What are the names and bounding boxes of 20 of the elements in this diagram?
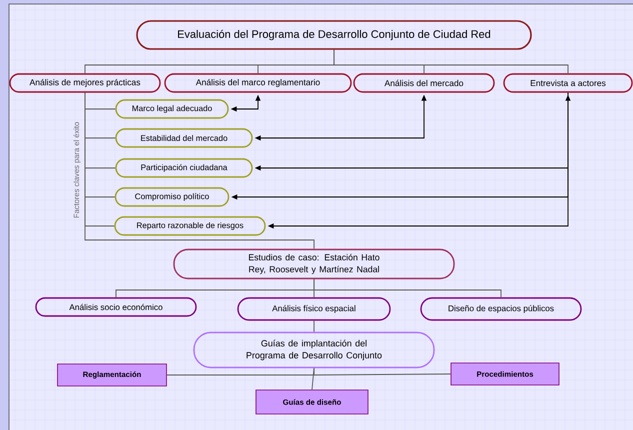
connector-line [314,278,502,298]
title-box: Evaluación del Programa de Desarrollo Conjunto de Ciudad Red [136,20,532,50]
factor-box: Reparto razonable de riesgos [114,216,266,236]
connector-line [312,368,314,390]
factor-box: Participación ciudadana [115,158,253,178]
factor-box: Compromiso político [114,187,230,207]
factor-box: Marco legal adecuado [115,99,229,119]
connector-line [334,49,568,74]
analysis-box: Entrevista a actores [503,73,633,93]
guide-box: Guías de implantación del Programa de Desarrollo Conjunto [193,332,435,368]
connector-line [84,92,314,250]
analysis-box: Análisis del mercado [353,73,495,93]
factor-box: Estabilidad del mercado [115,128,253,148]
analysis-box: Análisis del marco reglamentario [164,73,352,93]
analysis-box: Análisis de mejores prácticas [9,73,161,93]
analysis-box: Análisis físico espacial [237,297,391,321]
analysis-box: Análisis socio económico [35,297,197,317]
connector-line [314,368,452,376]
case-study-box: Estudios de caso: Estación Hato Rey, Roosevelt y Martínez Nadal [173,248,455,280]
design-box: Diseño de espacios públicos [420,297,582,321]
